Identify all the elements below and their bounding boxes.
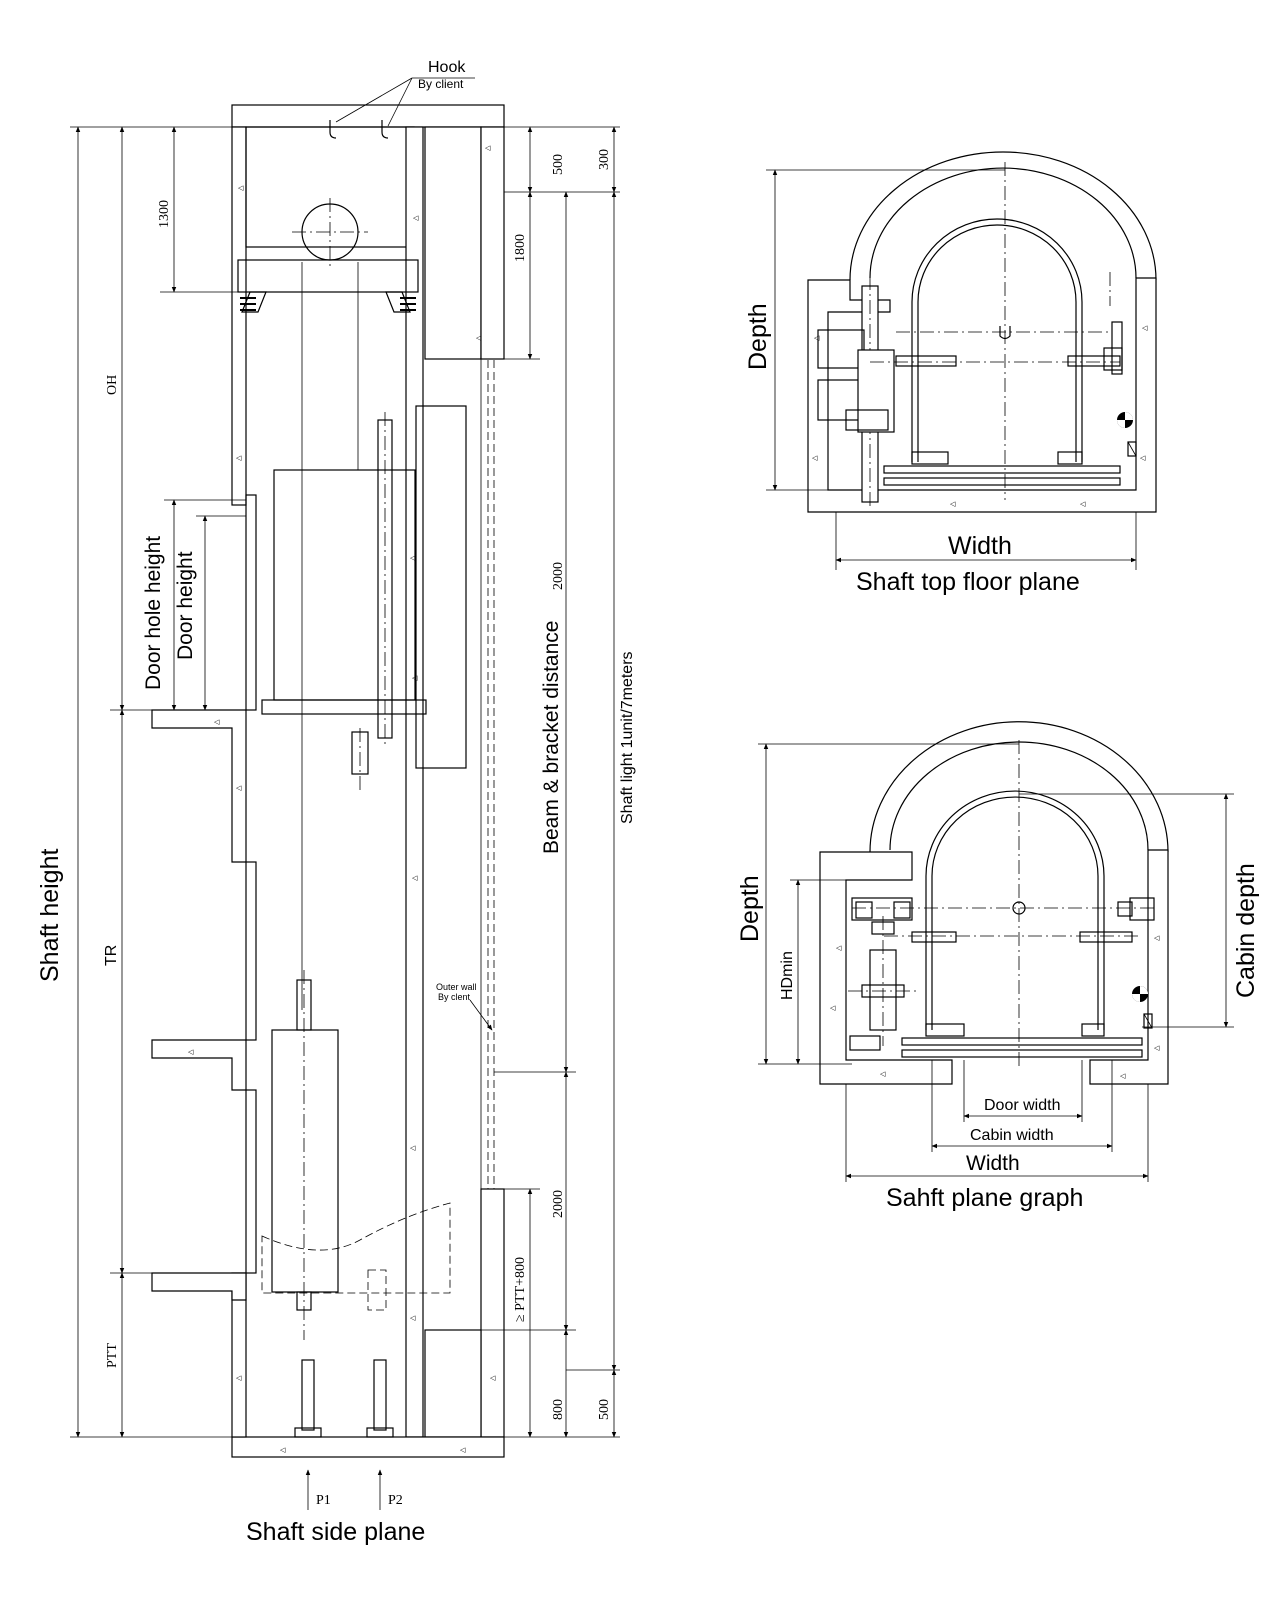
svg-text:◁: ◁ <box>410 554 416 562</box>
shaft-height-label: Shaft height <box>36 849 64 982</box>
svg-text:◁: ◁ <box>830 1004 836 1012</box>
svg-text:◁: ◁ <box>460 1446 466 1454</box>
dim-300: 300 <box>597 149 612 170</box>
ptt-800-label: ≥ PTT+800 <box>513 1257 528 1322</box>
oh-label: OH <box>105 375 120 395</box>
top-depth-label: Depth <box>744 303 772 370</box>
buffer-springs-top <box>240 297 416 311</box>
svg-text:◁: ◁ <box>1142 324 1148 332</box>
hook-label: Hook <box>428 59 466 76</box>
dim-500: 500 <box>551 154 566 175</box>
top-width-label: Width <box>948 532 1012 560</box>
shaft-plane-graph-title: Sahft plane graph <box>886 1184 1083 1212</box>
tr-label: TR <box>103 945 120 966</box>
svg-text:◁: ◁ <box>410 1144 416 1152</box>
concrete-texture: ◁ ◁ ◁ ◁ ◁ ◁ <box>830 934 1160 1080</box>
cabin <box>261 405 467 790</box>
svg-text:◁: ◁ <box>188 1048 194 1056</box>
svg-text:◁: ◁ <box>950 500 956 508</box>
counterweight <box>271 970 339 1340</box>
buffer-region <box>261 1202 451 1438</box>
beam-bracket-label: Beam & bracket distance <box>540 621 563 854</box>
svg-text:◁: ◁ <box>236 1374 242 1382</box>
svg-text:◁: ◁ <box>236 784 242 792</box>
shaft-light-label: Shaft light 1unit/7meters <box>619 651 636 824</box>
svg-text:◁: ◁ <box>1120 1072 1126 1080</box>
hook-sublabel: By client <box>418 77 464 91</box>
svg-text:◁: ◁ <box>476 334 482 342</box>
svg-text:◁: ◁ <box>814 334 820 342</box>
concrete-texture: ◁ ◁ ◁ ◁ ◁ ◁ ◁ ◁ ◁ ◁ ◁ ◁ ◁ ◁ ◁ ◁ ◁ <box>188 144 496 1454</box>
machine-assembly <box>237 77 475 313</box>
shaft-walls <box>151 104 505 1458</box>
svg-text:◁: ◁ <box>413 214 419 222</box>
graph-depth-label: Depth <box>736 875 764 942</box>
svg-text:◁: ◁ <box>485 144 491 152</box>
svg-text:◁: ◁ <box>880 1070 886 1078</box>
hdmin-label: HDmin <box>779 951 796 1000</box>
door-width-label: Door width <box>984 1097 1060 1114</box>
dim-800: 800 <box>551 1399 566 1420</box>
svg-text:◁: ◁ <box>1154 934 1160 942</box>
concrete-texture: ◁ ◁ ◁ ◁ ◁ ◁ <box>812 324 1148 508</box>
dim-1800: 1800 <box>513 234 528 262</box>
dimension-lines <box>70 126 620 1510</box>
side-plane-labels: Hook By client Shaft height OH TR PTT 13… <box>36 59 636 1546</box>
dim-1300: 1300 <box>157 200 172 228</box>
dim-2000-bottom: 2000 <box>551 1190 566 1218</box>
shaft-top-floor-plane: ◁ ◁ ◁ ◁ ◁ ◁ Depth Width Shaft top floor … <box>744 151 1157 596</box>
p2-label: P2 <box>388 1493 403 1508</box>
svg-text:◁: ◁ <box>238 184 244 192</box>
svg-text:◁: ◁ <box>280 1446 286 1454</box>
svg-text:◁: ◁ <box>236 454 242 462</box>
dim-500-bottom: 500 <box>597 1399 612 1420</box>
svg-text:◁: ◁ <box>1140 454 1146 462</box>
ptt-label: PTT <box>105 1343 120 1368</box>
door-hole-height-label: Door hole height <box>142 536 165 690</box>
guide-rail <box>480 359 495 1189</box>
shaft-side-plane: ◁ ◁ ◁ ◁ ◁ ◁ ◁ ◁ ◁ ◁ ◁ ◁ ◁ ◁ ◁ ◁ ◁ Hook B… <box>36 59 636 1546</box>
door-height-label: Door height <box>174 551 197 660</box>
outer-wall-sublabel: By clent <box>438 992 471 1002</box>
graph-width-label: Width <box>966 1152 1020 1175</box>
svg-text:◁: ◁ <box>490 1374 496 1382</box>
top-floor-plane-title: Shaft top floor plane <box>856 568 1080 596</box>
hook-icon <box>329 120 389 139</box>
svg-text:◁: ◁ <box>410 1314 416 1322</box>
cabin-depth-label: Cabin depth <box>1232 863 1260 998</box>
svg-text:◁: ◁ <box>214 718 220 726</box>
svg-text:◁: ◁ <box>1080 500 1086 508</box>
svg-text:◁: ◁ <box>836 944 842 952</box>
svg-text:◁: ◁ <box>812 454 818 462</box>
cabin-width-label: Cabin width <box>970 1127 1054 1144</box>
side-plane-title: Shaft side plane <box>246 1518 425 1546</box>
dim-2000-top: 2000 <box>551 562 566 590</box>
shaft-plane-graph: ◁ ◁ ◁ ◁ ◁ ◁ Depth HDmin Cabin depth Door… <box>736 721 1260 1212</box>
svg-text:◁: ◁ <box>412 874 418 882</box>
svg-text:◁: ◁ <box>412 674 418 682</box>
p1-label: P1 <box>316 1493 331 1508</box>
svg-text:◁: ◁ <box>1154 1044 1160 1052</box>
outer-wall-label: Outer wall <box>436 982 477 992</box>
